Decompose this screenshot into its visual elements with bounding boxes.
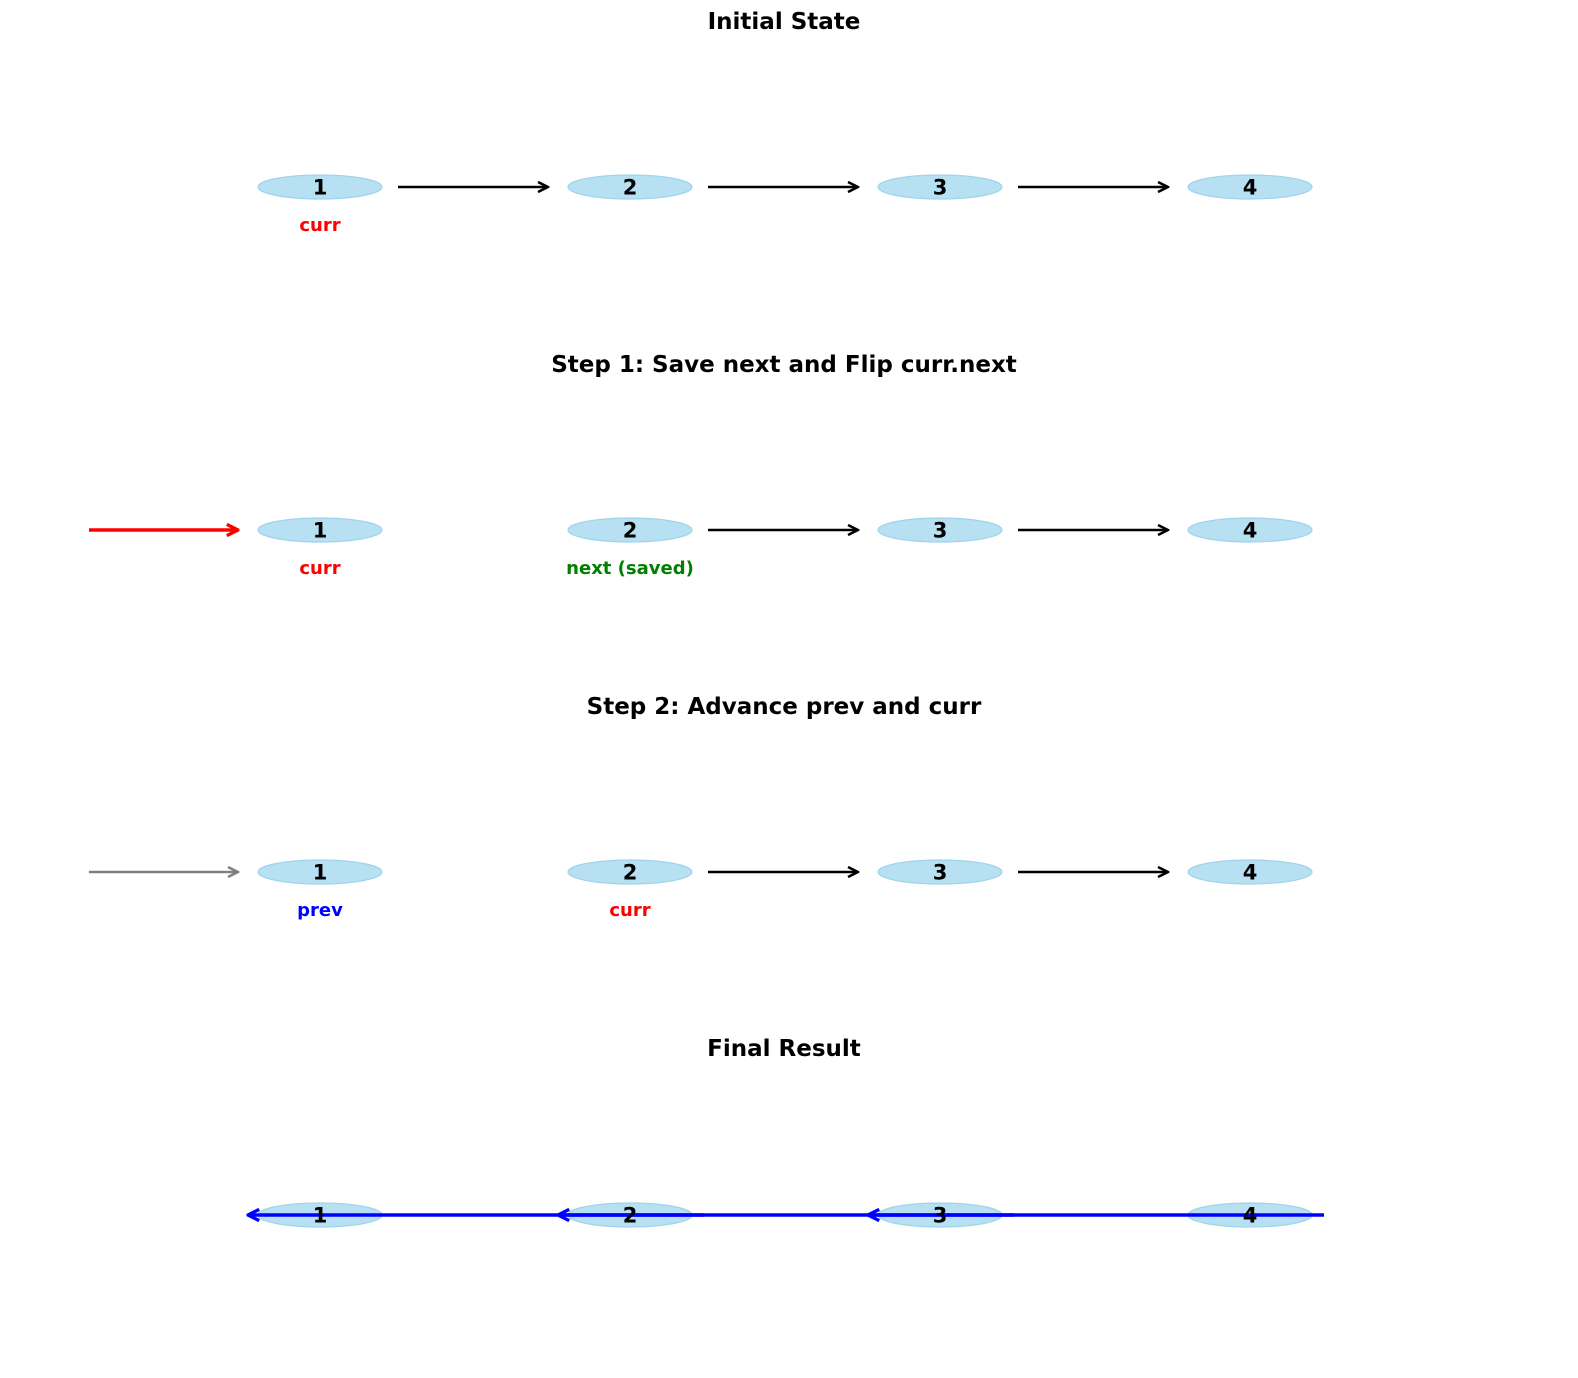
pointer-label: curr [609, 900, 650, 921]
list-node-3 [877, 859, 1003, 885]
node-value-label: 2 [623, 519, 638, 543]
panel-step2: Step 2: Advance prev and curr 1 2 3 4 prev cur… [89, 694, 1313, 921]
panel-title: Step 2: Advance prev and curr [587, 694, 982, 720]
node-value-label: 3 [933, 861, 948, 885]
list-node-4 [1187, 174, 1313, 200]
panel-initial: Initial State 1 2 3 4 curr [257, 9, 1313, 236]
pointer-label: curr [299, 558, 340, 579]
node-value-label: 2 [623, 1204, 638, 1228]
pointer-label: curr [299, 215, 340, 236]
list-node-4 [1187, 517, 1313, 543]
pointer-label: next (saved) [566, 558, 694, 579]
panel-title: Step 1: Save next and Flip curr.next [551, 352, 1017, 378]
node-value-label: 1 [313, 861, 328, 885]
node-value-label: 2 [623, 861, 638, 885]
node-value-label: 3 [933, 176, 948, 200]
node-value-label: 4 [1243, 176, 1258, 200]
node-value-label: 4 [1243, 519, 1258, 543]
list-node-2 [567, 859, 693, 885]
panel-final: Final Result 1 2 3 4 [248, 1036, 1324, 1228]
list-node-3 [877, 517, 1003, 543]
panel-title: Initial State [708, 9, 861, 35]
list-node-2 [567, 517, 693, 543]
list-node-1 [257, 859, 383, 885]
list-node-2 [567, 174, 693, 200]
list-node-1 [257, 517, 383, 543]
pointer-label: prev [297, 900, 343, 921]
node-value-label: 2 [623, 176, 638, 200]
list-node-1 [257, 174, 383, 200]
node-value-label: 4 [1243, 861, 1258, 885]
node-value-label: 1 [313, 519, 328, 543]
node-value-label: 4 [1243, 1204, 1258, 1228]
node-value-label: 3 [933, 519, 948, 543]
list-node-3 [877, 174, 1003, 200]
node-value-label: 1 [313, 1204, 328, 1228]
node-value-label: 1 [313, 176, 328, 200]
panel-title: Final Result [707, 1036, 861, 1062]
list-node-4 [1187, 859, 1313, 885]
node-value-label: 3 [933, 1204, 948, 1228]
panel-step1: Step 1: Save next and Flip curr.next 1 2 3 4… [89, 352, 1313, 579]
